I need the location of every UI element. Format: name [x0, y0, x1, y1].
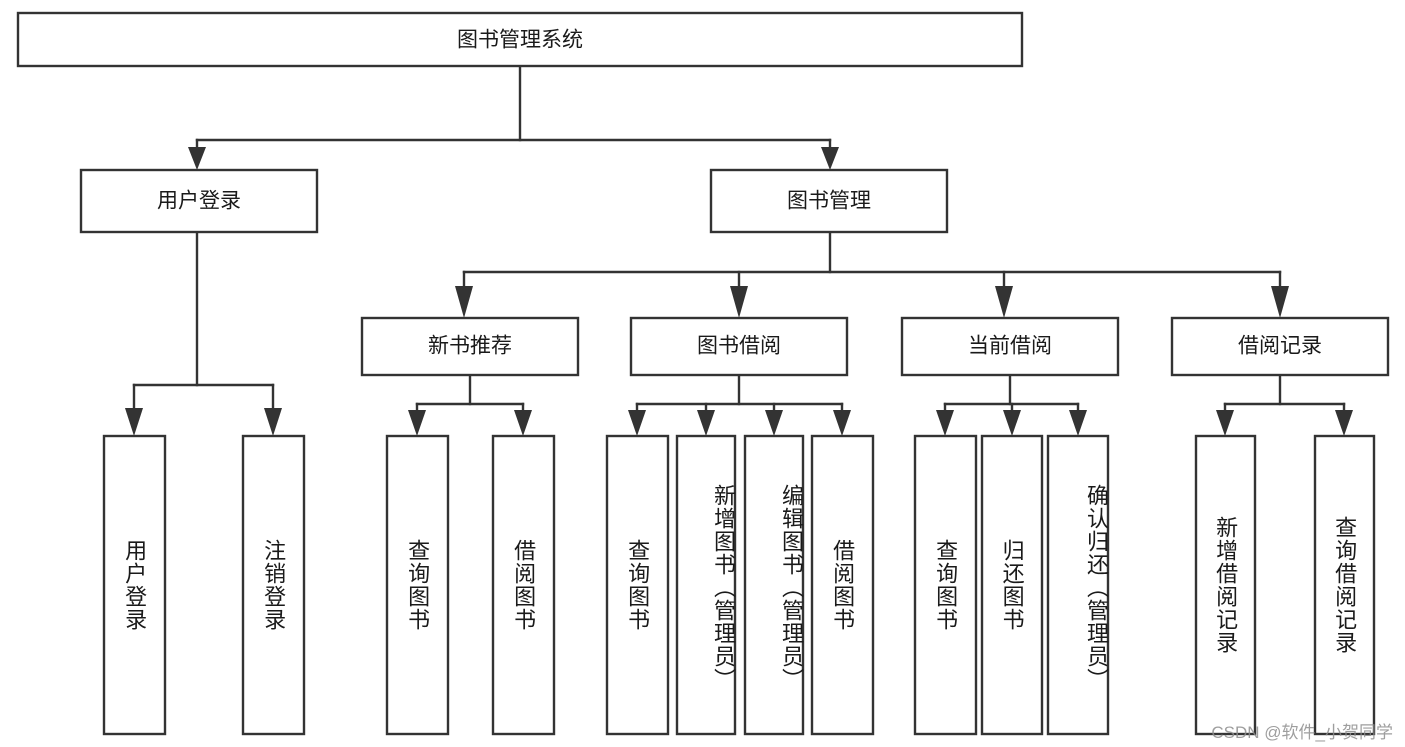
connector-user-login-to-leaves — [125, 230, 282, 436]
node-leaf-confirm-return-box[interactable] — [1046, 434, 1110, 736]
node-borrow-record-label: 借阅记录 — [1238, 335, 1322, 358]
node-root-label: 图书管理系统 — [457, 29, 583, 52]
node-leaf-add-book-box[interactable] — [675, 434, 737, 736]
node-leaf-user-login-box[interactable] — [102, 434, 167, 736]
arrowhead-new-book-recommend — [455, 286, 473, 318]
node-current-borrow-label: 当前借阅 — [968, 335, 1052, 358]
node-leaf-query-book-2-box[interactable] — [605, 434, 670, 736]
node-user-login-label: 用户登录 — [157, 190, 241, 213]
node-user-login-box[interactable] — [79, 168, 319, 234]
connector-borrow-record-to-leaves — [1216, 373, 1353, 436]
arrowhead-leaf-query-record — [1335, 410, 1353, 436]
arrowhead-leaf-query-book-2 — [628, 410, 646, 436]
arrowhead-leaf-edit-book — [765, 410, 783, 436]
node-book-management-box[interactable] — [709, 168, 949, 234]
arrowhead-book-borrow — [730, 286, 748, 318]
arrowhead-leaf-borrow-book-1 — [514, 410, 532, 436]
arrowhead-leaf-query-book-3 — [936, 410, 954, 436]
node-book-borrow[interactable]: 图书借阅 — [629, 316, 849, 377]
arrowhead-current-borrow — [995, 286, 1013, 318]
node-new-book-recommend-label: 新书推荐 — [428, 335, 512, 358]
node-current-borrow-box[interactable] — [900, 316, 1120, 377]
arrowhead-leaf-add-book — [697, 410, 715, 436]
node-root-box[interactable] — [16, 11, 1024, 68]
node-leaf-query-record-box[interactable] — [1313, 434, 1376, 736]
connector-root-to-level1 — [188, 64, 839, 170]
arrowhead-leaf-confirm-return — [1069, 410, 1087, 436]
arrowhead-leaf-add-record — [1216, 410, 1234, 436]
connector-new-book-recommend-to-leaves — [408, 373, 532, 436]
node-book-management-label: 图书管理 — [787, 190, 871, 213]
connector-current-borrow-to-leaves — [936, 373, 1087, 436]
node-borrow-record[interactable]: 借阅记录 — [1170, 316, 1390, 377]
csdn-watermark: CSDN @软件_小贺同学 — [1211, 723, 1393, 742]
node-leaf-borrow-book-2-box[interactable] — [810, 434, 875, 736]
node-leaf-borrow-book-1-box[interactable] — [491, 434, 556, 736]
node-book-management[interactable]: 图书管理 — [709, 168, 949, 234]
arrowhead-leaf-return-book — [1003, 410, 1021, 436]
arrowhead-book-management — [821, 147, 839, 170]
node-leaf-user-logout-box[interactable] — [241, 434, 306, 736]
node-leaf-query-book-1-box[interactable] — [385, 434, 450, 736]
node-root[interactable]: 图书管理系统 — [16, 11, 1024, 68]
node-leaf-return-book-box[interactable] — [980, 434, 1044, 736]
arrowhead-user-login — [188, 147, 206, 170]
arrowhead-borrow-record — [1271, 286, 1289, 318]
node-leaf-add-record-box[interactable] — [1194, 434, 1257, 736]
node-leaf-query-book-3-box[interactable] — [913, 434, 978, 736]
node-current-borrow[interactable]: 当前借阅 — [900, 316, 1120, 377]
arrowhead-leaf-user-logout — [264, 408, 282, 436]
connector-book-borrow-to-leaves — [628, 373, 851, 436]
arrowhead-leaf-borrow-book-2 — [833, 410, 851, 436]
arrowhead-leaf-query-book-1 — [408, 410, 426, 436]
node-leaf-edit-book-box[interactable] — [743, 434, 805, 736]
node-book-borrow-label: 图书借阅 — [697, 335, 781, 358]
node-book-borrow-box[interactable] — [629, 316, 849, 377]
node-borrow-record-box[interactable] — [1170, 316, 1390, 377]
node-new-book-recommend-box[interactable] — [360, 316, 580, 377]
connector-book-management-to-level2 — [455, 230, 1289, 318]
arrowhead-leaf-user-login — [125, 408, 143, 436]
node-user-login[interactable]: 用户登录 — [79, 168, 319, 234]
node-new-book-recommend[interactable]: 新书推荐 — [360, 316, 580, 377]
